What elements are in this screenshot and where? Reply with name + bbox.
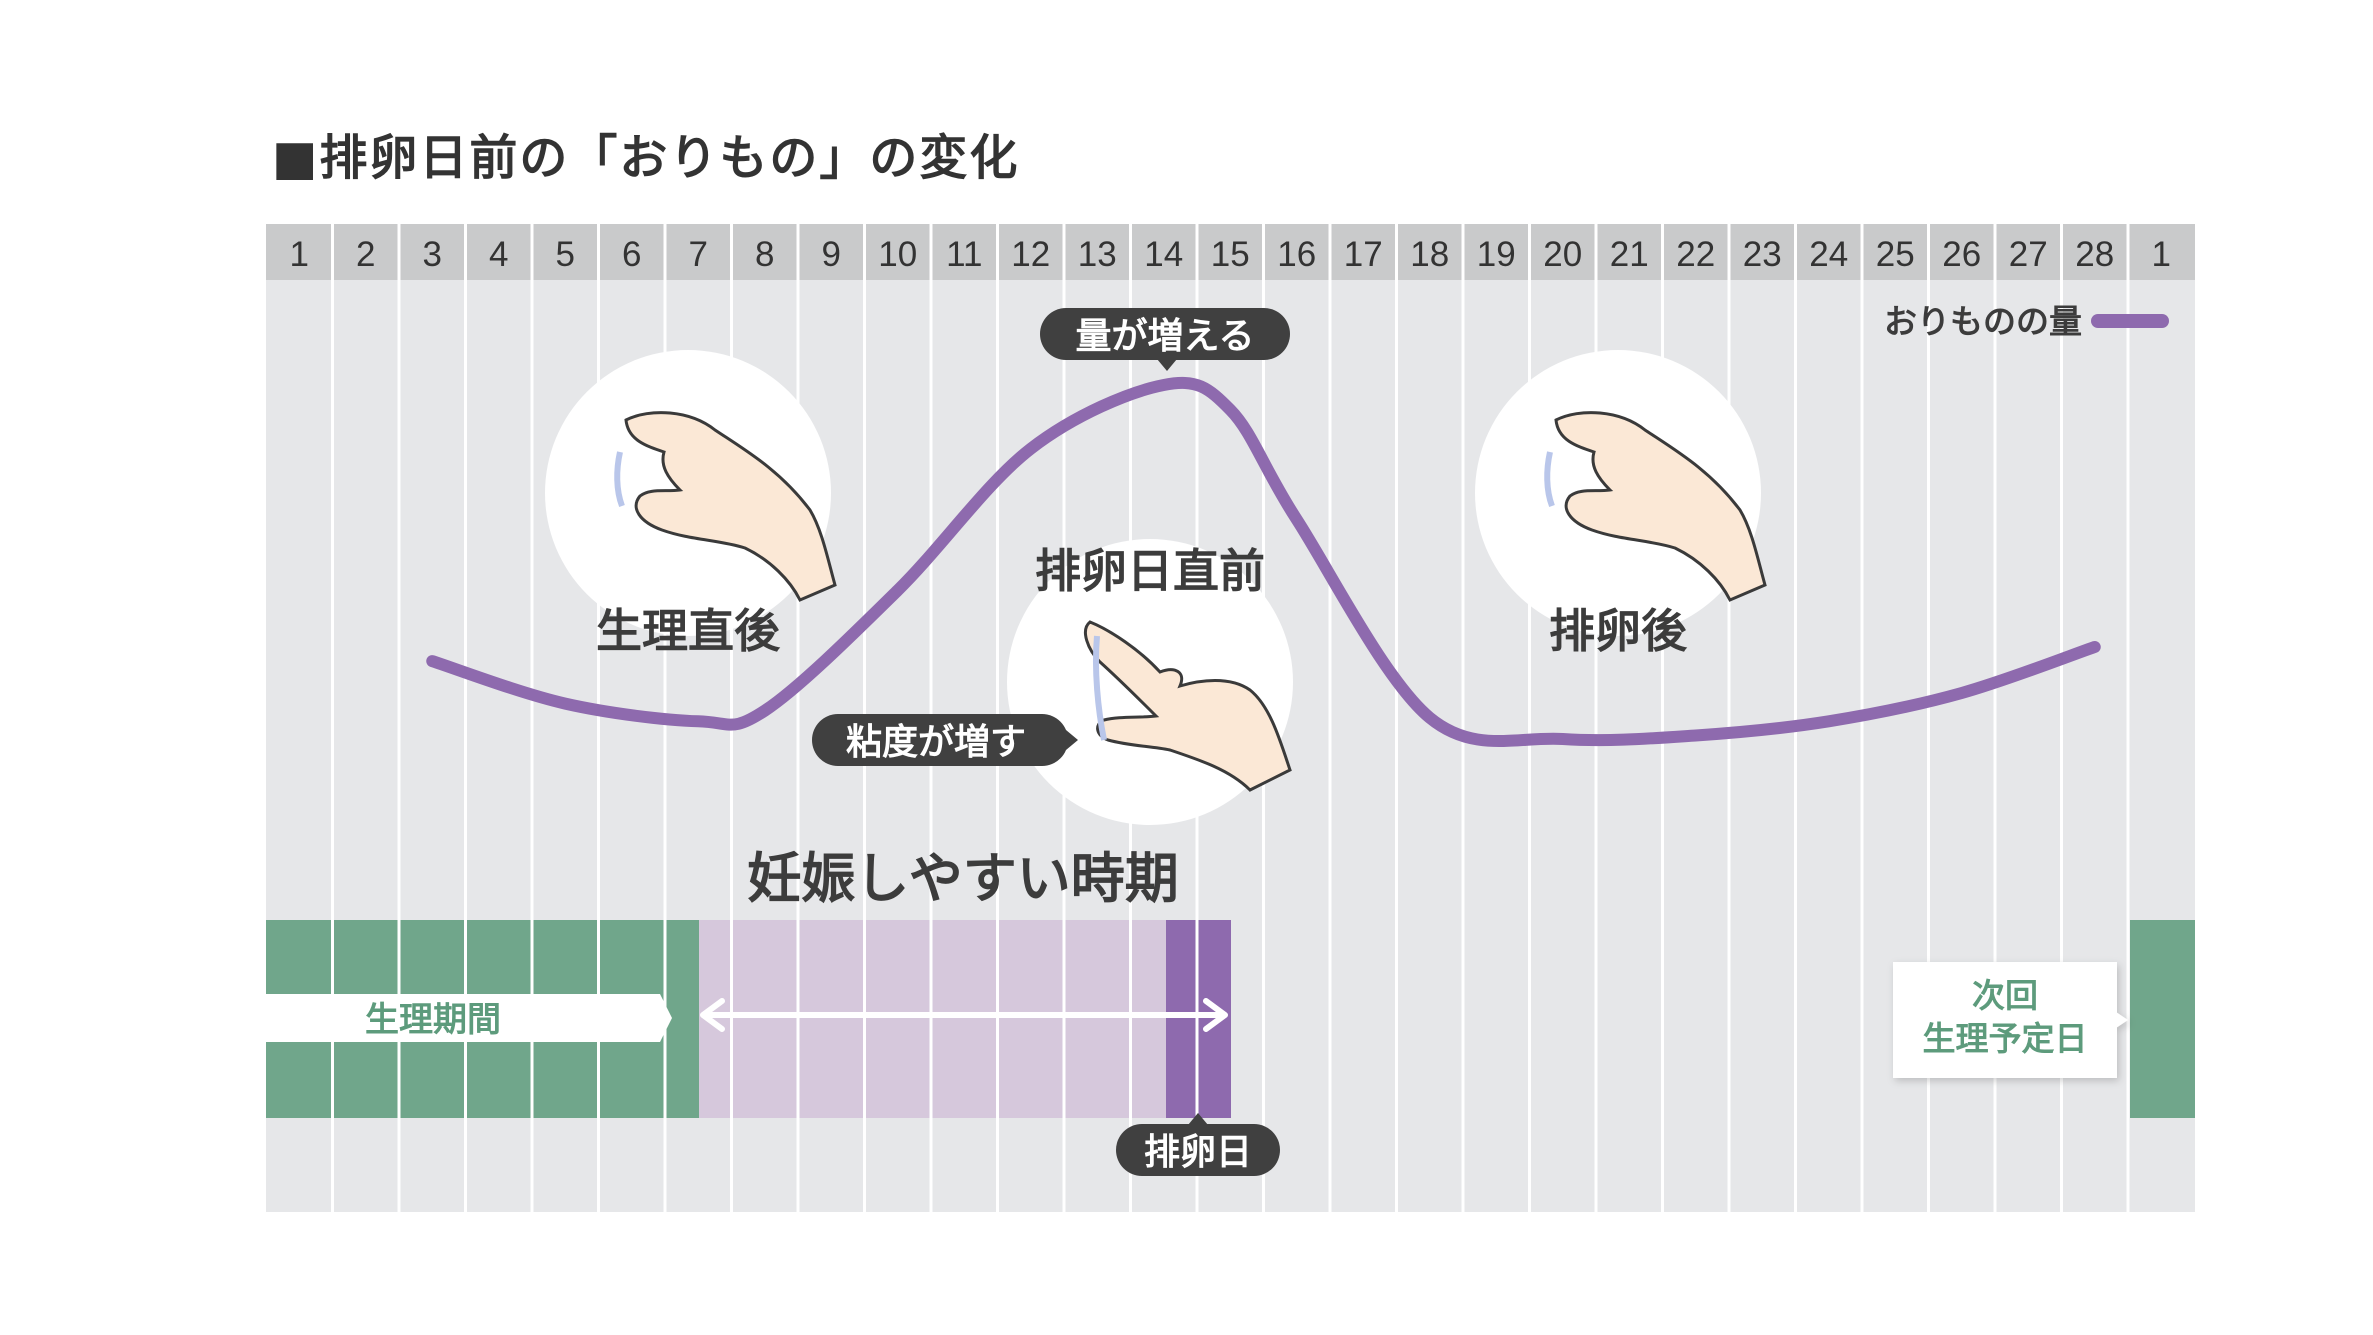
- peak-callout: 量が増える: [1040, 308, 1290, 371]
- day-number: 27: [2009, 235, 2048, 274]
- day-number: 3: [423, 235, 442, 274]
- period-label: 生理期間: [365, 1000, 501, 1040]
- viscosity-label: 粘度が増す: [846, 722, 1026, 763]
- legend-label: おりものの量: [1884, 302, 2082, 341]
- day-number: 25: [1876, 235, 1915, 274]
- day-number: 4: [489, 235, 508, 274]
- hand-icon: [624, 411, 837, 602]
- day-number: 22: [1676, 235, 1715, 274]
- hand-icon: [1554, 411, 1767, 602]
- day-number: 10: [878, 235, 917, 274]
- after-ovulation-label: 排卵後: [1549, 604, 1688, 658]
- period-arrow: 生理期間: [266, 994, 672, 1042]
- day-number: 8: [755, 235, 774, 274]
- illustration-after-period: [545, 350, 837, 636]
- day-number: 23: [1743, 235, 1782, 274]
- before-ovulation-label: 排卵日直前: [1035, 544, 1265, 598]
- day-number: 1: [2152, 235, 2171, 274]
- after-period-label: 生理直後: [596, 604, 781, 658]
- day-number: 28: [2075, 235, 2114, 274]
- illustration-after-ovulation: [1475, 350, 1767, 636]
- day-number: 11: [946, 235, 982, 274]
- day-number: 21: [1610, 235, 1649, 274]
- day-number: 18: [1410, 235, 1449, 274]
- page-title: ■排卵日前の「おりもの」の変化: [272, 130, 1020, 186]
- legend: おりものの量: [1884, 302, 2169, 341]
- day-number: 19: [1477, 235, 1516, 274]
- pointing-hand-icon: [1084, 620, 1292, 792]
- discharge-drop-icon: [614, 451, 625, 508]
- ovulation-day-label: 排卵日: [1144, 1132, 1252, 1173]
- next-period-label-line2: 生理予定日: [1923, 1019, 2088, 1058]
- day-number: 24: [1809, 235, 1848, 274]
- viscosity-callout: 粘度が増す: [812, 714, 1078, 766]
- discharge-amount-curve: [426, 376, 2101, 748]
- next-period-label-line1: 次回: [1972, 976, 2038, 1015]
- peak-label: 量が増える: [1076, 316, 1255, 357]
- day-number: 9: [822, 235, 841, 274]
- discharge-drop-icon: [1544, 451, 1555, 508]
- day-number: 26: [1942, 235, 1981, 274]
- day-number: 17: [1344, 235, 1383, 274]
- day-number: 5: [556, 235, 575, 274]
- day-number: 15: [1211, 235, 1250, 274]
- fertile-range-arrow: [700, 998, 1228, 1032]
- day-number: 13: [1078, 235, 1117, 274]
- illustration-before-ovulation: [1007, 539, 1293, 825]
- day-number: 16: [1277, 235, 1316, 274]
- day-number: 14: [1144, 235, 1183, 274]
- day-number: 2: [356, 235, 375, 274]
- day-header-bar: [266, 224, 2195, 280]
- day-number: 7: [689, 235, 708, 274]
- stretched-discharge-icon: [1093, 635, 1107, 741]
- fertile-period-label: 妊娠しやすい時期: [747, 847, 1178, 910]
- day-number: 1: [290, 235, 309, 274]
- day-number: 20: [1543, 235, 1582, 274]
- day-number: 12: [1011, 235, 1050, 274]
- ovulation-day-callout: 排卵日: [1116, 1113, 1280, 1176]
- day-number: 6: [622, 235, 641, 274]
- next-period-band: [2130, 920, 2195, 1118]
- next-period-callout: [1893, 962, 2128, 1078]
